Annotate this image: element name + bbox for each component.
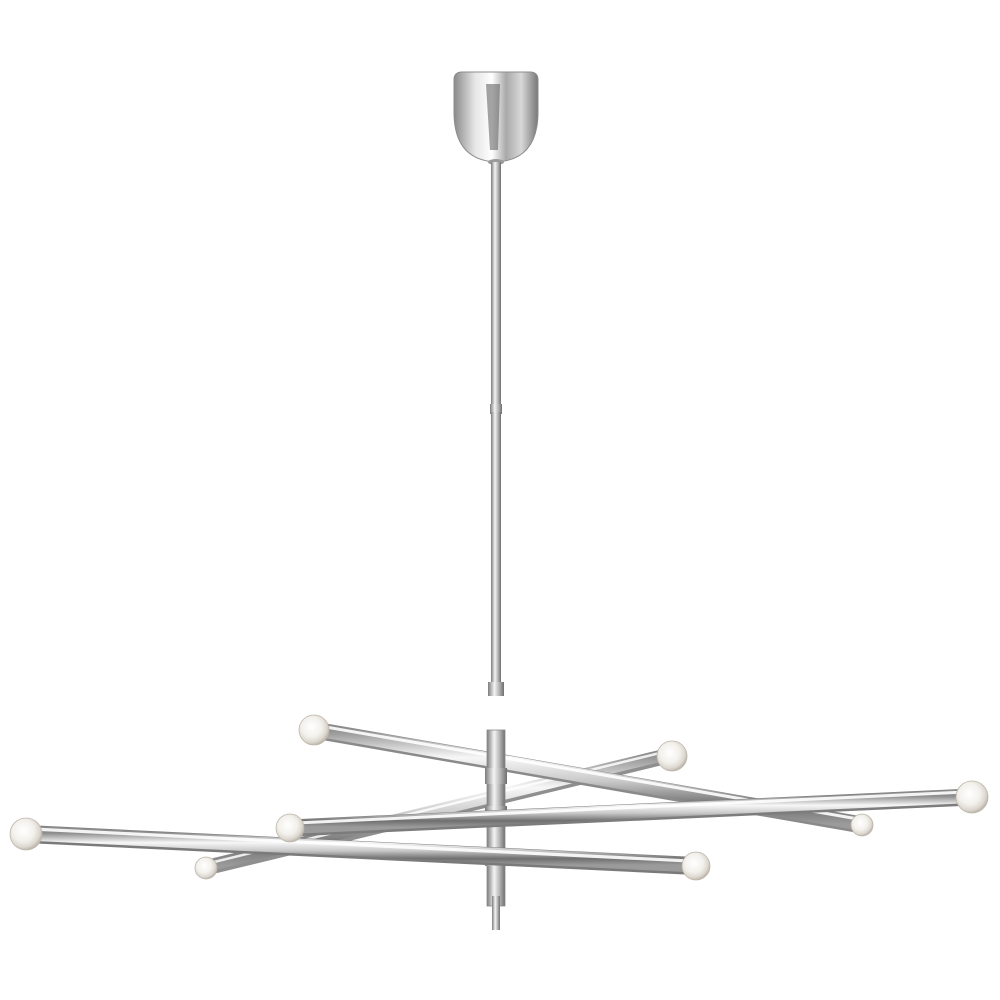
ceiling-canopy: [453, 71, 539, 165]
bulbs: [9, 714, 989, 881]
arm-front-lower: [17, 825, 705, 875]
bulb-center-left: [275, 813, 305, 843]
bulb-far-right: [955, 780, 989, 814]
bulb-upper-right: [656, 740, 688, 772]
bulb-right-back: [850, 813, 874, 837]
bulb-front-right: [681, 851, 711, 881]
bulb-left-back: [194, 856, 218, 880]
suspension-rod: [488, 162, 504, 696]
arm-long-right: [281, 788, 981, 837]
central-hub: [485, 729, 507, 930]
bulb-upper-left: [298, 714, 330, 746]
bulb-far-left: [9, 817, 43, 851]
